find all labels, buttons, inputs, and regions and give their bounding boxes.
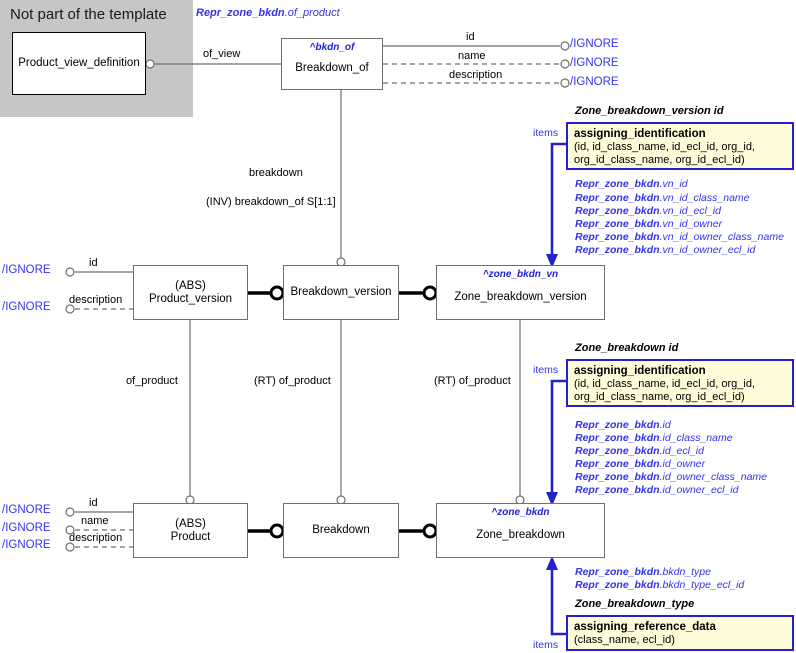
entity-zone-breakdown-version[interactable]: ^zone_bkdn_vn Zone_breakdown_version [436, 265, 605, 320]
attribute-label-id: id [466, 31, 475, 43]
entity-name: Breakdown_of [295, 61, 369, 74]
entity-breakdown-version[interactable]: Breakdown_version [283, 265, 399, 320]
entity-name-line2: Product_version [148, 292, 233, 305]
callout-title-zone-breakdown-type: Zone_breakdown_type [575, 598, 695, 610]
entity-product-view-definition[interactable]: Product_view_definition [12, 32, 146, 95]
entity-name: Breakdown [312, 524, 370, 536]
callout-title-zone-breakdown-version-id: Zone_breakdown_version id [575, 105, 724, 117]
mapping-line: Repr_zone_bkdn.vn_id_class_name [575, 192, 750, 204]
mapping-line: Repr_zone_bkdn.bkdn_type [575, 566, 711, 578]
panel-title: Not part of the template [10, 6, 167, 23]
mapping-line: Repr_zone_bkdn.bkdn_type_ecl_id [575, 579, 745, 591]
ignore-label: /IGNORE [2, 522, 51, 534]
top-mapping-label: Repr_zone_bkdn.of_product [196, 7, 340, 19]
entity-name-line1: (ABS) [175, 517, 206, 530]
attribute-label-name: name [81, 515, 109, 527]
mapping-line: Repr_zone_bkdn.id_owner_class_name [575, 471, 768, 483]
items-label: items [533, 364, 559, 376]
entity-name: Zone_breakdown_version [454, 290, 587, 303]
mapping-line: Repr_zone_bkdn.vn_id_owner_class_name [575, 231, 784, 243]
ignore-label: /IGNORE [2, 264, 51, 276]
entity-supertype-tag: ^bkdn_of [309, 42, 355, 53]
ignore-label: /IGNORE [570, 76, 619, 88]
callout-box-title: assigning_reference_data [574, 621, 716, 633]
callout-attrs-line1: (id, id_class_name, id_ecl_id, org_id, [574, 378, 755, 390]
entity-breakdown-of[interactable]: ^bkdn_of Breakdown_of [281, 38, 383, 90]
relation-label-rt-of-product-1: (RT) of_product [254, 375, 331, 387]
callout-assigning-reference-data[interactable]: assigning_reference_data (class_name, ec… [566, 615, 794, 651]
callout-attrs-line2: org_id_class_name, org_id_ecl_id) [574, 391, 745, 403]
callout-title-zone-breakdown-id: Zone_breakdown id [575, 342, 679, 354]
entity-name: Breakdown_version [290, 286, 392, 298]
entity-product[interactable]: (ABS) Product [133, 503, 248, 558]
attribute-label-description: description [69, 532, 123, 544]
callout-attrs-line2: org_id_class_name, org_id_ecl_id) [574, 154, 745, 166]
entity-zone-breakdown[interactable]: ^zone_bkdn Zone_breakdown [436, 503, 605, 558]
mapping-line: Repr_zone_bkdn.id_ecl_id [575, 445, 704, 457]
ignore-label: /IGNORE [2, 504, 51, 516]
attribute-label-name: name [458, 50, 486, 62]
items-label: items [533, 127, 559, 139]
callout-box-title: assigning_identification [574, 128, 706, 140]
entity-breakdown[interactable]: Breakdown [283, 503, 399, 558]
attribute-label-id: id [89, 257, 98, 269]
mapping-line: Repr_zone_bkdn.id_owner [575, 458, 706, 470]
entity-name: Zone_breakdown [476, 528, 565, 541]
ignore-label: /IGNORE [2, 539, 51, 551]
entity-product-version[interactable]: (ABS) Product_version [133, 265, 248, 320]
relation-label-of-product: of_product [126, 375, 178, 387]
entity-name-line1: (ABS) [175, 279, 206, 292]
callout-assigning-identification-version[interactable]: assigning_identification (id, id_class_n… [566, 122, 794, 170]
entity-supertype-tag: ^zone_bkdn_vn [482, 269, 559, 280]
mapping-line: Repr_zone_bkdn.id_owner_ecl_id [575, 484, 739, 496]
attribute-label-description: description [449, 69, 503, 81]
callout-attrs-line1: (class_name, ecl_id) [574, 634, 675, 646]
entity-supertype-tag: ^zone_bkdn [491, 507, 550, 518]
ignore-label: /IGNORE [570, 57, 619, 69]
attribute-label-id: id [89, 497, 98, 509]
ignore-label: /IGNORE [2, 301, 51, 313]
items-label: items [533, 639, 559, 651]
mapping-line: Repr_zone_bkdn.vn_id_owner_ecl_id [575, 244, 756, 256]
mapping-line: Repr_zone_bkdn.vn_id_owner [575, 218, 723, 230]
callout-box-title: assigning_identification [574, 365, 706, 377]
mapping-line: Repr_zone_bkdn.id_class_name [575, 432, 733, 444]
relation-label-inv-breakdown-of: (INV) breakdown_of S[1:1] [206, 196, 336, 208]
relation-label-rt-of-product-2: (RT) of_product [434, 375, 511, 387]
mapping-line: Repr_zone_bkdn.id [575, 419, 671, 431]
callout-attrs-line1: (id, id_class_name, id_ecl_id, org_id, [574, 141, 755, 153]
mapping-line: Repr_zone_bkdn.vn_id_ecl_id [575, 205, 721, 217]
attribute-label-description: description [69, 294, 123, 306]
entity-name-line2: Product [170, 530, 211, 543]
ignore-label: /IGNORE [570, 38, 619, 50]
relation-label-of-view: of_view [203, 48, 241, 60]
mapping-line: Repr_zone_bkdn.vn_id [575, 178, 688, 190]
entity-name: Product_view_definition [18, 57, 140, 69]
relation-label-breakdown: breakdown [249, 167, 303, 179]
callout-assigning-identification-breakdown[interactable]: assigning_identification (id, id_class_n… [566, 359, 794, 407]
